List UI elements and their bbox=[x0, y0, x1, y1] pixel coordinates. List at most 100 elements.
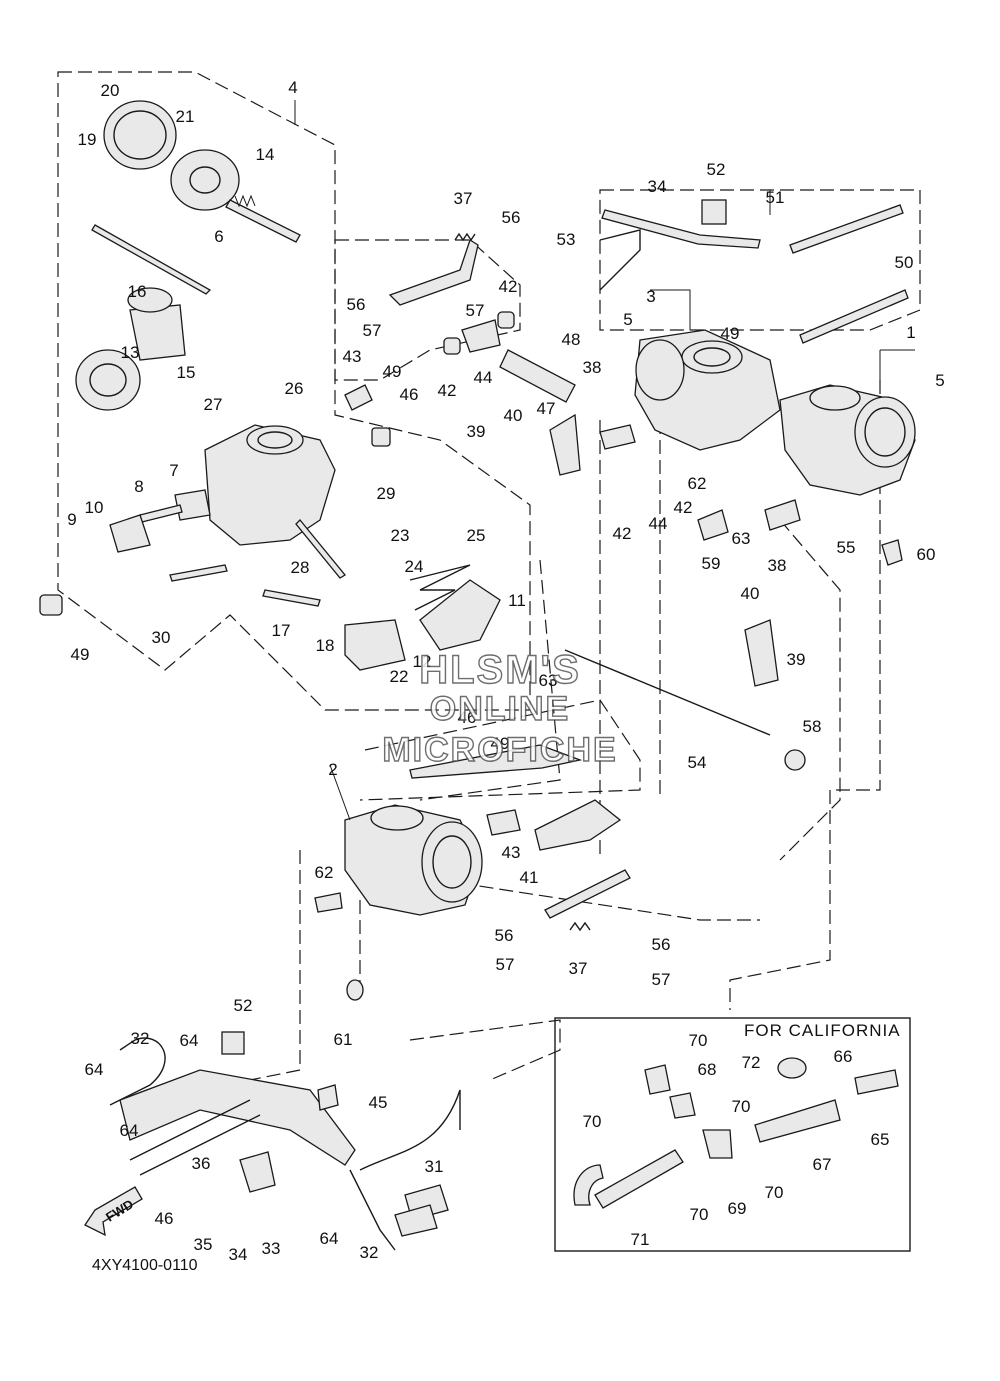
california-frame bbox=[554, 1017, 911, 1252]
callout-label: 38 bbox=[768, 556, 787, 575]
clip-45 bbox=[317, 1084, 339, 1111]
callout-label: 57 bbox=[496, 955, 515, 974]
sensor-36 bbox=[239, 1151, 276, 1193]
carb-left-venturi-inner bbox=[257, 431, 293, 449]
callout-label: 43 bbox=[343, 347, 362, 366]
callout-label: 40 bbox=[504, 406, 523, 425]
leader bbox=[294, 100, 915, 821]
callout-label: 10 bbox=[85, 498, 104, 517]
callout-label: 21 bbox=[176, 107, 195, 126]
group-outline-harness bbox=[409, 1019, 561, 1081]
callout-label: 14 bbox=[256, 145, 275, 164]
carb-top-cover-inner bbox=[113, 110, 167, 160]
callout-label: 66 bbox=[834, 1047, 853, 1066]
carb-1-bore-inner bbox=[864, 407, 906, 457]
callout-label: 49 bbox=[383, 362, 402, 381]
spring-37-upper bbox=[454, 232, 476, 242]
callout-label: 64 bbox=[85, 1060, 104, 1079]
callout-label: 70 bbox=[583, 1112, 602, 1131]
diaphragm-ring bbox=[89, 363, 127, 397]
callout-label: 42 bbox=[674, 498, 693, 517]
throttle-linkage-upper bbox=[344, 232, 581, 476]
callout-label: 29 bbox=[377, 484, 396, 503]
link-bracket-40 bbox=[549, 413, 581, 476]
callout-label: 42 bbox=[438, 381, 457, 400]
float-25 bbox=[419, 579, 501, 651]
callout-label: 2 bbox=[328, 760, 337, 779]
callout-label: 28 bbox=[291, 558, 310, 577]
pilot-jet-17 bbox=[262, 589, 321, 607]
hose-62-lower bbox=[314, 892, 343, 913]
carb-3-venturi-inner bbox=[693, 347, 731, 367]
callout-label: 47 bbox=[537, 399, 556, 418]
choke-rod-28 bbox=[295, 519, 346, 579]
callout-label: 41 bbox=[520, 868, 539, 887]
leader-lines bbox=[294, 100, 915, 821]
callout-label: 27 bbox=[204, 395, 223, 414]
callout-label: 57 bbox=[466, 301, 485, 320]
callout-label: 19 bbox=[78, 130, 97, 149]
watermark-line-2: ONLINE bbox=[429, 689, 571, 728]
callout-label: 5 bbox=[935, 371, 944, 390]
float-bowl-22 bbox=[344, 619, 406, 671]
joint-43-lower bbox=[486, 809, 521, 836]
callout-label: 20 bbox=[101, 81, 120, 100]
hose-46-b bbox=[139, 1114, 261, 1176]
callout-label: 34 bbox=[648, 177, 667, 196]
callout-label: 11 bbox=[508, 591, 526, 610]
callout-label: 39 bbox=[467, 422, 486, 441]
pipe-49-upper bbox=[371, 427, 391, 447]
callout-label: 58 bbox=[803, 717, 822, 736]
callout-label: 61 bbox=[334, 1030, 353, 1049]
watermark-line-1: HLSM'S bbox=[419, 647, 581, 692]
callout-label: 35 bbox=[194, 1235, 213, 1254]
callout-label: 46 bbox=[458, 708, 477, 727]
pipe-68-b bbox=[669, 1092, 696, 1119]
carb-2-top bbox=[370, 805, 424, 831]
hose-38-left bbox=[599, 424, 636, 450]
cap-42-upper-b bbox=[443, 337, 461, 355]
throttle-lever-upper bbox=[388, 239, 479, 306]
callout-label: 64 bbox=[320, 1229, 339, 1248]
callout-label: 43 bbox=[502, 843, 521, 862]
callout-label: 53 bbox=[557, 230, 576, 249]
group-outline-links bbox=[419, 420, 661, 860]
lever-41 bbox=[534, 799, 622, 851]
cover-plate-10 bbox=[109, 514, 151, 553]
callout-label: 12 bbox=[413, 652, 432, 671]
callout-label: 51 bbox=[766, 188, 785, 207]
callout-label: 48 bbox=[562, 330, 581, 349]
group-outline-mid bbox=[359, 699, 641, 801]
hose-67 bbox=[754, 1099, 841, 1143]
callout-label: 54 bbox=[688, 753, 707, 772]
callout-label: 55 bbox=[837, 538, 856, 557]
carb-left-venturi bbox=[246, 425, 304, 455]
cap-49-left bbox=[39, 594, 63, 616]
knob-58 bbox=[784, 749, 806, 771]
callout-label: 72 bbox=[742, 1053, 761, 1072]
callout-label: 39 bbox=[787, 650, 806, 669]
carburetor-assembly-2 bbox=[314, 804, 483, 1001]
callout-label: 38 bbox=[583, 358, 602, 377]
group-outline-hoses bbox=[359, 519, 841, 990]
fwd-arrow bbox=[84, 1186, 143, 1237]
callout-label: 64 bbox=[180, 1031, 199, 1050]
o-ring-61 bbox=[346, 979, 364, 1001]
bracket-40-lower bbox=[744, 619, 779, 687]
document-code: 4XY4100-0110 bbox=[92, 1257, 198, 1274]
link-rod-46 bbox=[409, 744, 583, 779]
callout-label: 49 bbox=[491, 734, 510, 753]
callout-label: 8 bbox=[134, 477, 143, 496]
callout-label: 3 bbox=[646, 287, 655, 306]
callout-label: 62 bbox=[688, 474, 707, 493]
callout-label: 31 bbox=[425, 1157, 444, 1176]
callout-label: 24 bbox=[405, 557, 424, 576]
tee-fitting-44-upper bbox=[461, 319, 501, 353]
valve-65 bbox=[854, 1069, 899, 1095]
callout-label: 44 bbox=[649, 514, 668, 533]
callout-label: 56 bbox=[502, 208, 521, 227]
callout-label: 52 bbox=[234, 996, 253, 1015]
callout-label: 17 bbox=[272, 621, 291, 640]
throttle-linkage-mid bbox=[409, 619, 806, 932]
piston-top bbox=[127, 287, 173, 313]
